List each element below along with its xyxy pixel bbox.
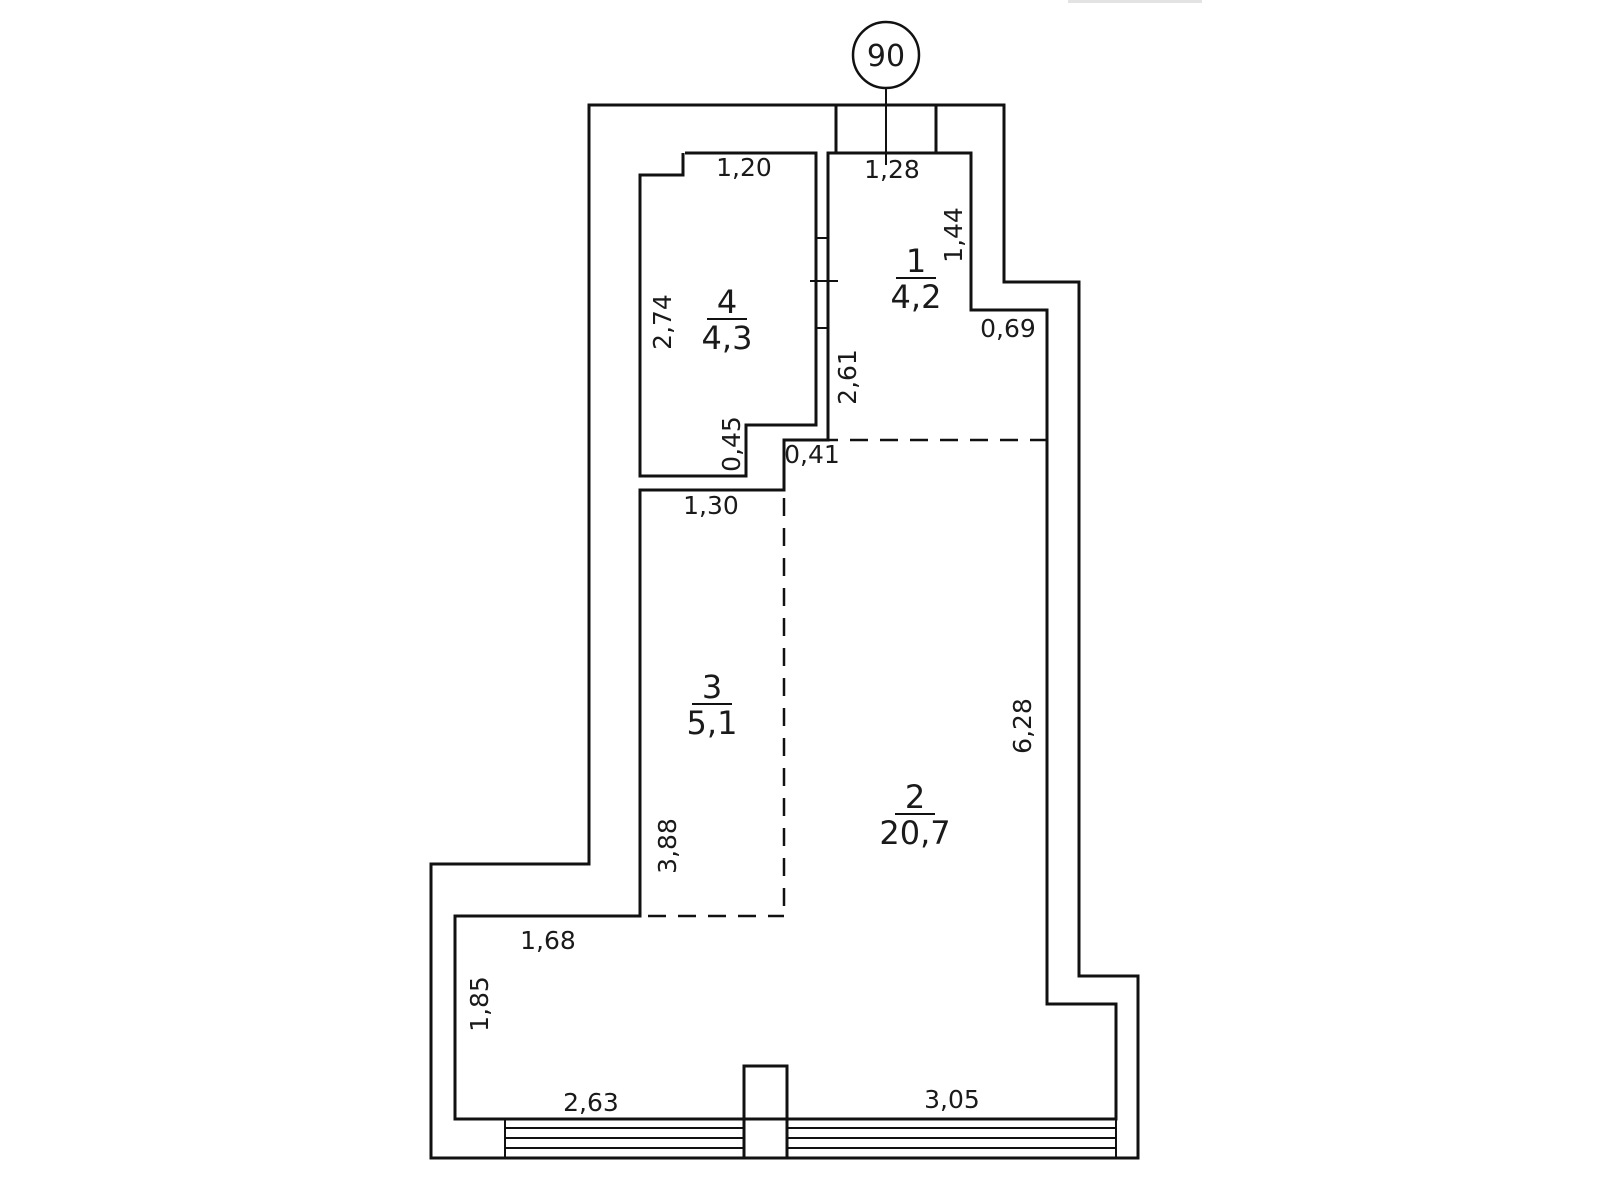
dimension-label: 2,63 bbox=[563, 1088, 619, 1117]
room-number: 2 bbox=[905, 778, 925, 816]
room-area: 20,7 bbox=[879, 814, 950, 852]
room-area: 5,1 bbox=[687, 704, 738, 742]
room-number: 3 bbox=[702, 668, 722, 706]
room-number: 4 bbox=[717, 283, 737, 321]
dimension-label: 0,41 bbox=[784, 440, 840, 469]
dimension-label: 0,69 bbox=[980, 314, 1036, 343]
apartment-number: 90 bbox=[867, 39, 905, 74]
inner-wall bbox=[453, 151, 1118, 1121]
dimension-label: 1,28 bbox=[864, 155, 920, 184]
room-number: 1 bbox=[906, 242, 926, 280]
apartment-marker-circle bbox=[851, 20, 921, 90]
dimension-label: 3,88 bbox=[653, 818, 682, 874]
dimension-label: 3,05 bbox=[924, 1085, 980, 1114]
dimension-label: 1,68 bbox=[520, 926, 576, 955]
dimension-label: 1,30 bbox=[683, 491, 739, 520]
room-label-4: 4 4,3 bbox=[702, 283, 753, 357]
window-pillar bbox=[742, 1064, 789, 1160]
dimension-label: 1,44 bbox=[939, 207, 968, 263]
room-area: 4,3 bbox=[702, 319, 753, 357]
outer-wall bbox=[429, 103, 1140, 1160]
dimension-label: 2,74 bbox=[648, 294, 677, 350]
dimension-label: 1,85 bbox=[465, 976, 494, 1032]
room-label-3: 3 5,1 bbox=[687, 668, 738, 742]
room-4-wall bbox=[638, 151, 818, 478]
room-area: 4,2 bbox=[891, 278, 942, 316]
room-label-2: 2 20,7 bbox=[879, 778, 950, 852]
dimension-label: 0,45 bbox=[717, 416, 746, 472]
dimension-label: 2,61 bbox=[833, 349, 862, 405]
top-edge-tab bbox=[1068, 0, 1202, 3]
dimension-label: 6,28 bbox=[1008, 698, 1037, 754]
dimension-label: 1,20 bbox=[716, 153, 772, 182]
room-label-1: 1 4,2 bbox=[891, 242, 942, 316]
